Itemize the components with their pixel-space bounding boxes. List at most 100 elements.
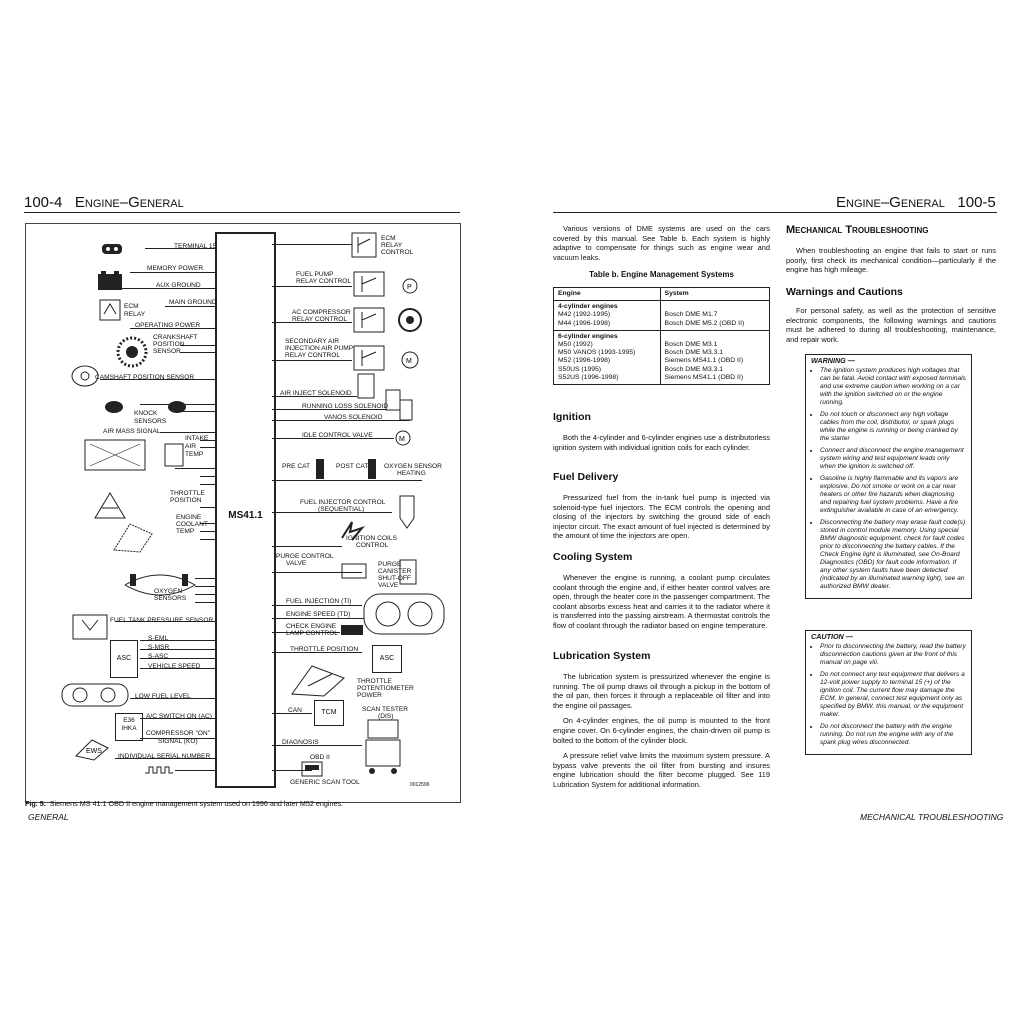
warnings-paragraph: For personal safety, as well as the prot…: [786, 306, 996, 350]
left-page-number: 100-4: [24, 194, 63, 211]
table-cell: M42 (1992-1995): [558, 311, 611, 319]
mechanical-text: When troubleshooting an engine that fail…: [786, 246, 996, 275]
wire: [200, 531, 215, 532]
label-signal-ko: SIGNAL (KO): [158, 738, 198, 745]
label-ecm-relay-1: ECM: [381, 235, 396, 242]
wire: [272, 420, 410, 421]
heading-cooling-system: Cooling System: [553, 551, 633, 563]
label-camshaft-position-sensor: CAMSHAFT POSITION SENSOR: [95, 374, 195, 381]
engine-management-table: Engine System 4-cylinder engines M42 (19…: [553, 286, 771, 386]
asc-module-right: ASC: [372, 645, 402, 673]
wire: [175, 770, 215, 771]
label-fuel-injection-ti: FUEL INJECTION (TI): [286, 598, 352, 605]
table-cell: S52US (1996-1998): [558, 373, 619, 381]
wire: [195, 594, 215, 595]
wire: [175, 411, 215, 412]
label-s-asc: S-ASC: [148, 653, 169, 660]
oxygen-heater-icons: [316, 459, 376, 479]
label-engine-speed-td: ENGINE SPEED (TD): [286, 611, 351, 618]
label-sensors: SENSORS: [134, 418, 167, 425]
label-operating-power: OPERATING POWER: [135, 322, 201, 329]
label-fuel-injector-control: FUEL INJECTOR CONTROL: [300, 499, 386, 506]
table-header-engine: Engine: [553, 286, 661, 302]
figure-label: Fig. 5.: [25, 799, 46, 808]
table-cell: Bosch DME M3.3.1: [664, 349, 724, 357]
label-ignition-coils: IGNITION COILS: [346, 535, 397, 542]
wire: [272, 605, 362, 606]
heading-ignition: Ignition: [553, 411, 591, 423]
table-title: Table b. Engine Management Systems: [589, 270, 734, 279]
wire: [175, 468, 215, 469]
ews-module-icon: EWS: [75, 739, 109, 761]
e36-ihka-module: E36 IHKA: [115, 713, 143, 741]
throttle-potentiometer-icon: [291, 665, 345, 697]
ecm-relay-icon: [99, 299, 121, 321]
wire: [272, 512, 392, 513]
label-shut-off-valve: VALVE: [378, 582, 399, 589]
label-aux-ground: AUX GROUND: [156, 282, 201, 289]
ecu-block: MS41.1: [215, 232, 276, 788]
wire: [200, 507, 215, 508]
warning-item: Gasoline is highly flammable and its vap…: [820, 475, 966, 515]
label-air: AIR: [185, 443, 196, 450]
label-ac-switch: A/C SWITCH ON (AC): [146, 713, 212, 720]
wire: [130, 272, 215, 273]
label-secondary-relay-control: RELAY CONTROL: [285, 352, 341, 359]
wire: [272, 244, 352, 245]
label-idle-control-valve: IDLE CONTROL VALVE: [302, 432, 373, 439]
wire: [100, 379, 215, 380]
fuel-tank-pressure-sensor-icon: [72, 614, 108, 640]
cooling-paragraph: Whenever the engine is running, a coolan…: [553, 573, 770, 637]
warning-item: Do not touch or disconnect any high volt…: [820, 411, 966, 443]
label-coolant: COOLANT: [176, 521, 208, 528]
wire: [272, 396, 357, 397]
heading-warnings-cautions: Warnings and Cautions: [786, 286, 903, 298]
label-fuel-pump-relay: RELAY CONTROL: [296, 278, 352, 285]
table-cell: M50 VANOS (1993-1995): [558, 349, 636, 357]
label-throttle-position-r: THROTTLE POSITION: [290, 646, 359, 653]
fuel-injector-icon: [399, 495, 415, 529]
warning-item: Disconnecting the battery may erase faul…: [820, 519, 966, 591]
caution-item: Do not disconnect the battery with the e…: [820, 723, 966, 747]
label-temp: TEMP: [185, 451, 204, 458]
caution-title: CAUTION —: [811, 632, 853, 641]
camshaft-sensor-icon: [71, 365, 99, 387]
label-oxygen: OXYGEN: [154, 588, 183, 595]
generic-scan-tool-icon: [301, 761, 323, 777]
warnings-text: For personal safety, as well as the prot…: [786, 306, 996, 344]
label-sensor: SENSOR: [153, 348, 181, 355]
solenoids-icon: [357, 373, 413, 421]
instrument-cluster-right-icon: [363, 593, 445, 635]
figure-caption: Fig. 5. Siemens MS 41.1 OBD II engine ma…: [25, 799, 343, 808]
battery-icon: [98, 271, 122, 290]
warning-item: The ignition system produces high voltag…: [820, 367, 966, 407]
ignition-text: Both the 4-cylinder and 6-cylinder engin…: [553, 433, 770, 452]
coolant-temp-sensor-icon: [113, 523, 153, 553]
label-s-msr: S-MSR: [148, 644, 170, 651]
table-cell: Siemens MS41.1 (OBD II): [664, 373, 744, 381]
table-cell: M50 (1992): [558, 341, 593, 349]
label-low-fuel-level: LOW FUEL LEVEL: [135, 693, 191, 700]
ignition-paragraph: Both the 4-cylinder and 6-cylinder engin…: [553, 433, 770, 458]
label-compressor-on: COMPRESSOR "ON": [146, 730, 211, 737]
mechanical-paragraph: When troubleshooting an engine that fail…: [786, 246, 996, 281]
ecm-relay-coil-icon: [351, 232, 377, 258]
label-s-eml: S-EML: [148, 635, 169, 642]
wire: [272, 745, 362, 746]
label-generic-scan-tool: GENERIC SCAN TOOL: [290, 779, 360, 786]
label-power: POWER: [357, 692, 382, 699]
wiring-diagram: [25, 223, 461, 803]
figure-caption-text: Siemens MS 41.1 OBD II engine management…: [49, 799, 344, 808]
wire: [272, 632, 340, 633]
label-pre-cat: PRE CAT: [282, 463, 311, 470]
ignition-coil-icon: [341, 521, 366, 541]
wire: [272, 770, 312, 771]
secondary-air-relay-icon: M: [353, 345, 419, 371]
label-throttle-r: THROTTLE: [357, 678, 392, 685]
label-position: POSITION: [153, 341, 185, 348]
wire: [200, 484, 215, 485]
check-engine-lamp-icon: [341, 625, 363, 635]
table-cell: Bosch DME M1.7: [664, 311, 718, 319]
label-intake: INTAKE: [185, 435, 209, 442]
tcm-module: TCM: [314, 700, 344, 726]
